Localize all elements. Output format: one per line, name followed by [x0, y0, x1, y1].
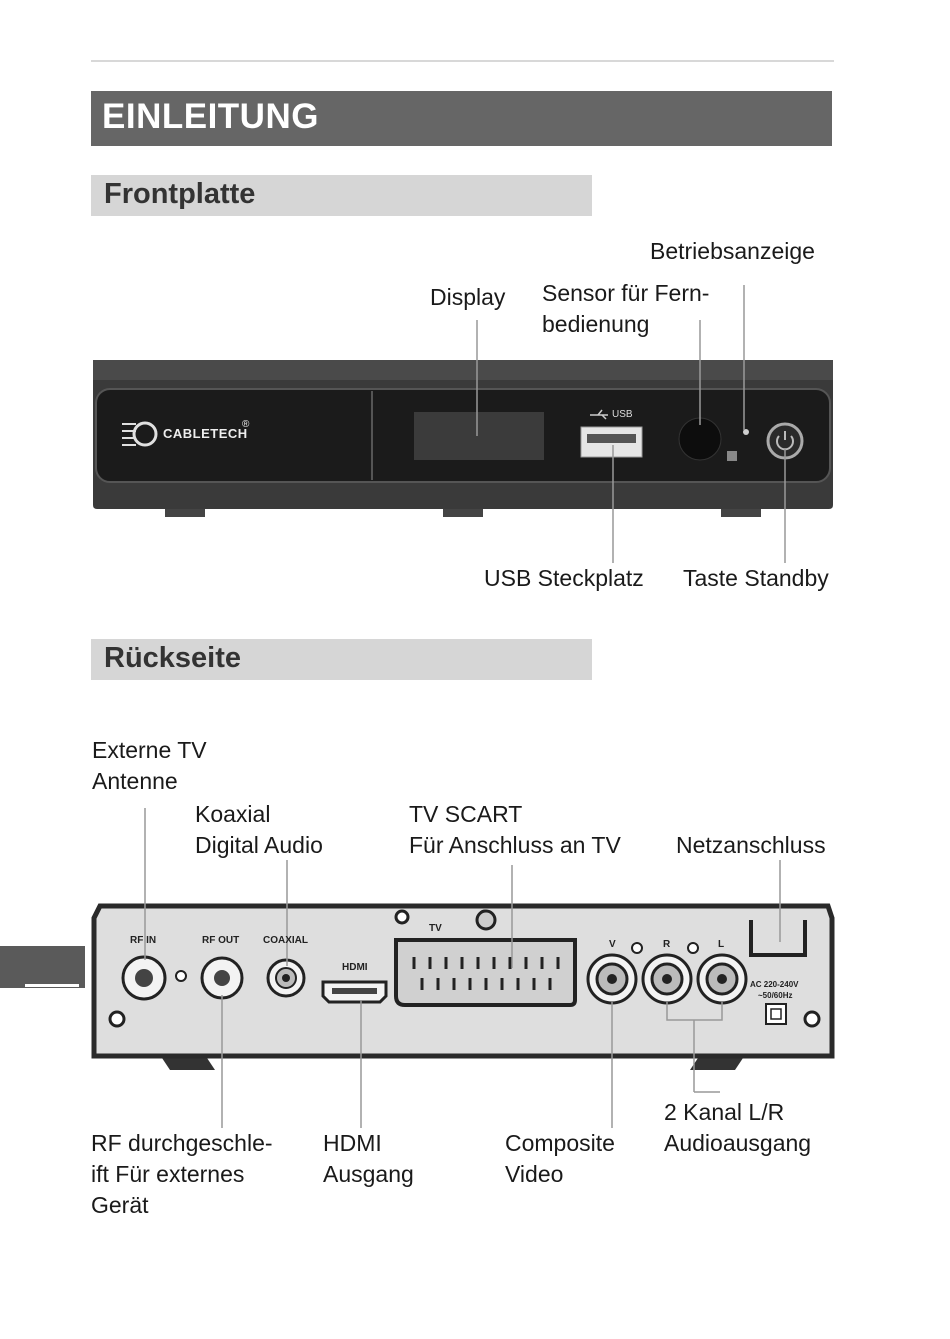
label-composite-2: Video — [505, 1161, 564, 1187]
label-hdmi-1: HDMI — [323, 1130, 382, 1156]
port-text-ac-1: AC 220-240V — [750, 980, 799, 989]
label-audio-1: 2 Kanal L/R — [664, 1099, 785, 1125]
label-power-led: Betriebsanzeige — [650, 238, 815, 264]
label-audio-2: Audioausgang — [664, 1130, 812, 1156]
label-antenna-1: Externe TV — [92, 737, 207, 763]
label-power-input: Netzanschluss — [676, 832, 826, 858]
port-text-hdmi: HDMI — [342, 962, 368, 973]
label-rf-out-2: ift Für externes — [91, 1161, 245, 1187]
label-composite-1: Composite — [505, 1130, 615, 1156]
port-text-l: L — [718, 939, 725, 950]
label-standby: Taste Standby — [683, 565, 829, 591]
label-ir-sensor-2: bedienung — [542, 311, 650, 337]
port-text-v: V — [609, 939, 616, 950]
brand-logo-text: CABLETECH — [163, 426, 248, 441]
label-ir-sensor-1: Sensor für Fern- — [542, 280, 710, 306]
page-title-bar: EINLEITUNG — [91, 91, 832, 146]
port-text-tv: TV — [429, 923, 442, 934]
registered-mark: ® — [242, 419, 250, 430]
label-rf-out-3: Gerät — [91, 1192, 149, 1218]
port-text-rf-in: RF IN — [130, 935, 157, 946]
top-rule — [91, 60, 834, 62]
section-header-front: Frontplatte — [91, 175, 592, 216]
port-text-rf-out: RF OUT — [202, 935, 240, 946]
label-antenna-2: Antenne — [92, 768, 178, 794]
section-header-rear: Rückseite — [91, 639, 592, 680]
label-scart-1: TV SCART — [409, 801, 523, 827]
usb-badge-text: USB — [612, 409, 633, 420]
label-scart-2: Für Anschluss an TV — [409, 832, 621, 858]
label-display: Display — [430, 284, 506, 310]
section-title-front: Frontplatte — [104, 178, 256, 210]
section-title-rear: Rückseite — [104, 642, 242, 674]
port-text-r: R — [663, 939, 671, 950]
label-rf-out-1: RF durchgeschle- — [91, 1130, 273, 1156]
port-text-ac-2: ~50/60Hz — [758, 991, 793, 1000]
label-coax-2: Digital Audio — [195, 832, 323, 858]
page-title: EINLEITUNG — [102, 97, 319, 136]
page-side-tab — [0, 946, 85, 988]
label-coax-1: Koaxial — [195, 801, 271, 827]
label-hdmi-2: Ausgang — [323, 1161, 414, 1187]
label-usb-slot: USB Steckplatz — [484, 565, 644, 591]
port-text-coaxial: COAXIAL — [263, 935, 308, 946]
